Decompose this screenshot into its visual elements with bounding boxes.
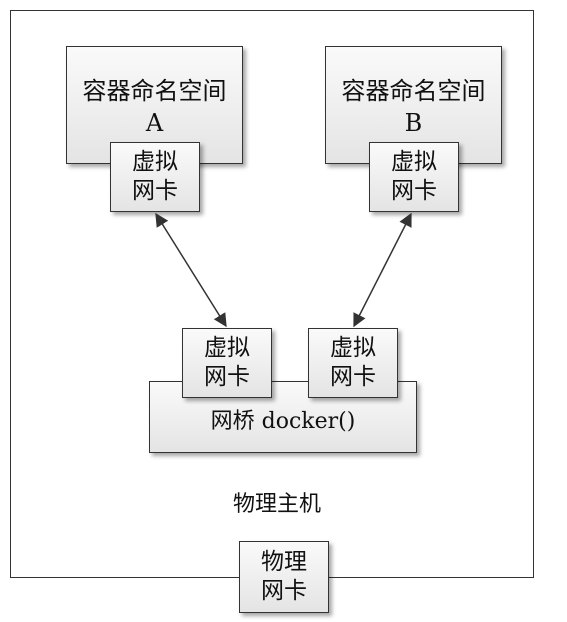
physical-host-label: 物理主机: [233, 492, 322, 517]
virtual-nic-a-line1: 虚拟: [132, 149, 178, 175]
bridge-nic-right-line1: 虚拟: [330, 335, 376, 361]
bridge-virtual-nic-left: 虚拟 网卡: [182, 328, 272, 398]
physical-nic-line1: 物理: [261, 549, 307, 575]
virtual-nic-b: 虚拟 网卡: [369, 142, 459, 212]
namespace-a-title: 容器命名空间: [82, 77, 227, 105]
bridge-nic-left-line2: 网卡: [204, 364, 250, 390]
bridge-virtual-nic-right: 虚拟 网卡: [308, 328, 398, 398]
bridge-nic-right-line2: 网卡: [330, 364, 376, 390]
physical-nic-line2: 网卡: [261, 578, 307, 604]
docker-bridge-label: 网桥 docker(): [210, 409, 356, 434]
physical-nic: 物理 网卡: [239, 541, 329, 613]
namespace-b-title: 容器命名空间: [341, 77, 486, 105]
link-nic-a-to-bridge: [155, 212, 227, 328]
virtual-nic-b-line2: 网卡: [391, 178, 437, 204]
virtual-nic-b-line1: 虚拟: [391, 149, 437, 175]
container-namespace-b: 容器命名空间 B: [325, 46, 502, 164]
virtual-nic-a: 虚拟 网卡: [110, 142, 200, 212]
virtual-nic-a-line2: 网卡: [132, 178, 178, 204]
bridge-nic-left-line1: 虚拟: [204, 335, 250, 361]
link-nic-b-to-bridge: [353, 212, 412, 328]
namespace-b-id: B: [404, 109, 423, 137]
namespace-a-id: A: [145, 109, 164, 137]
